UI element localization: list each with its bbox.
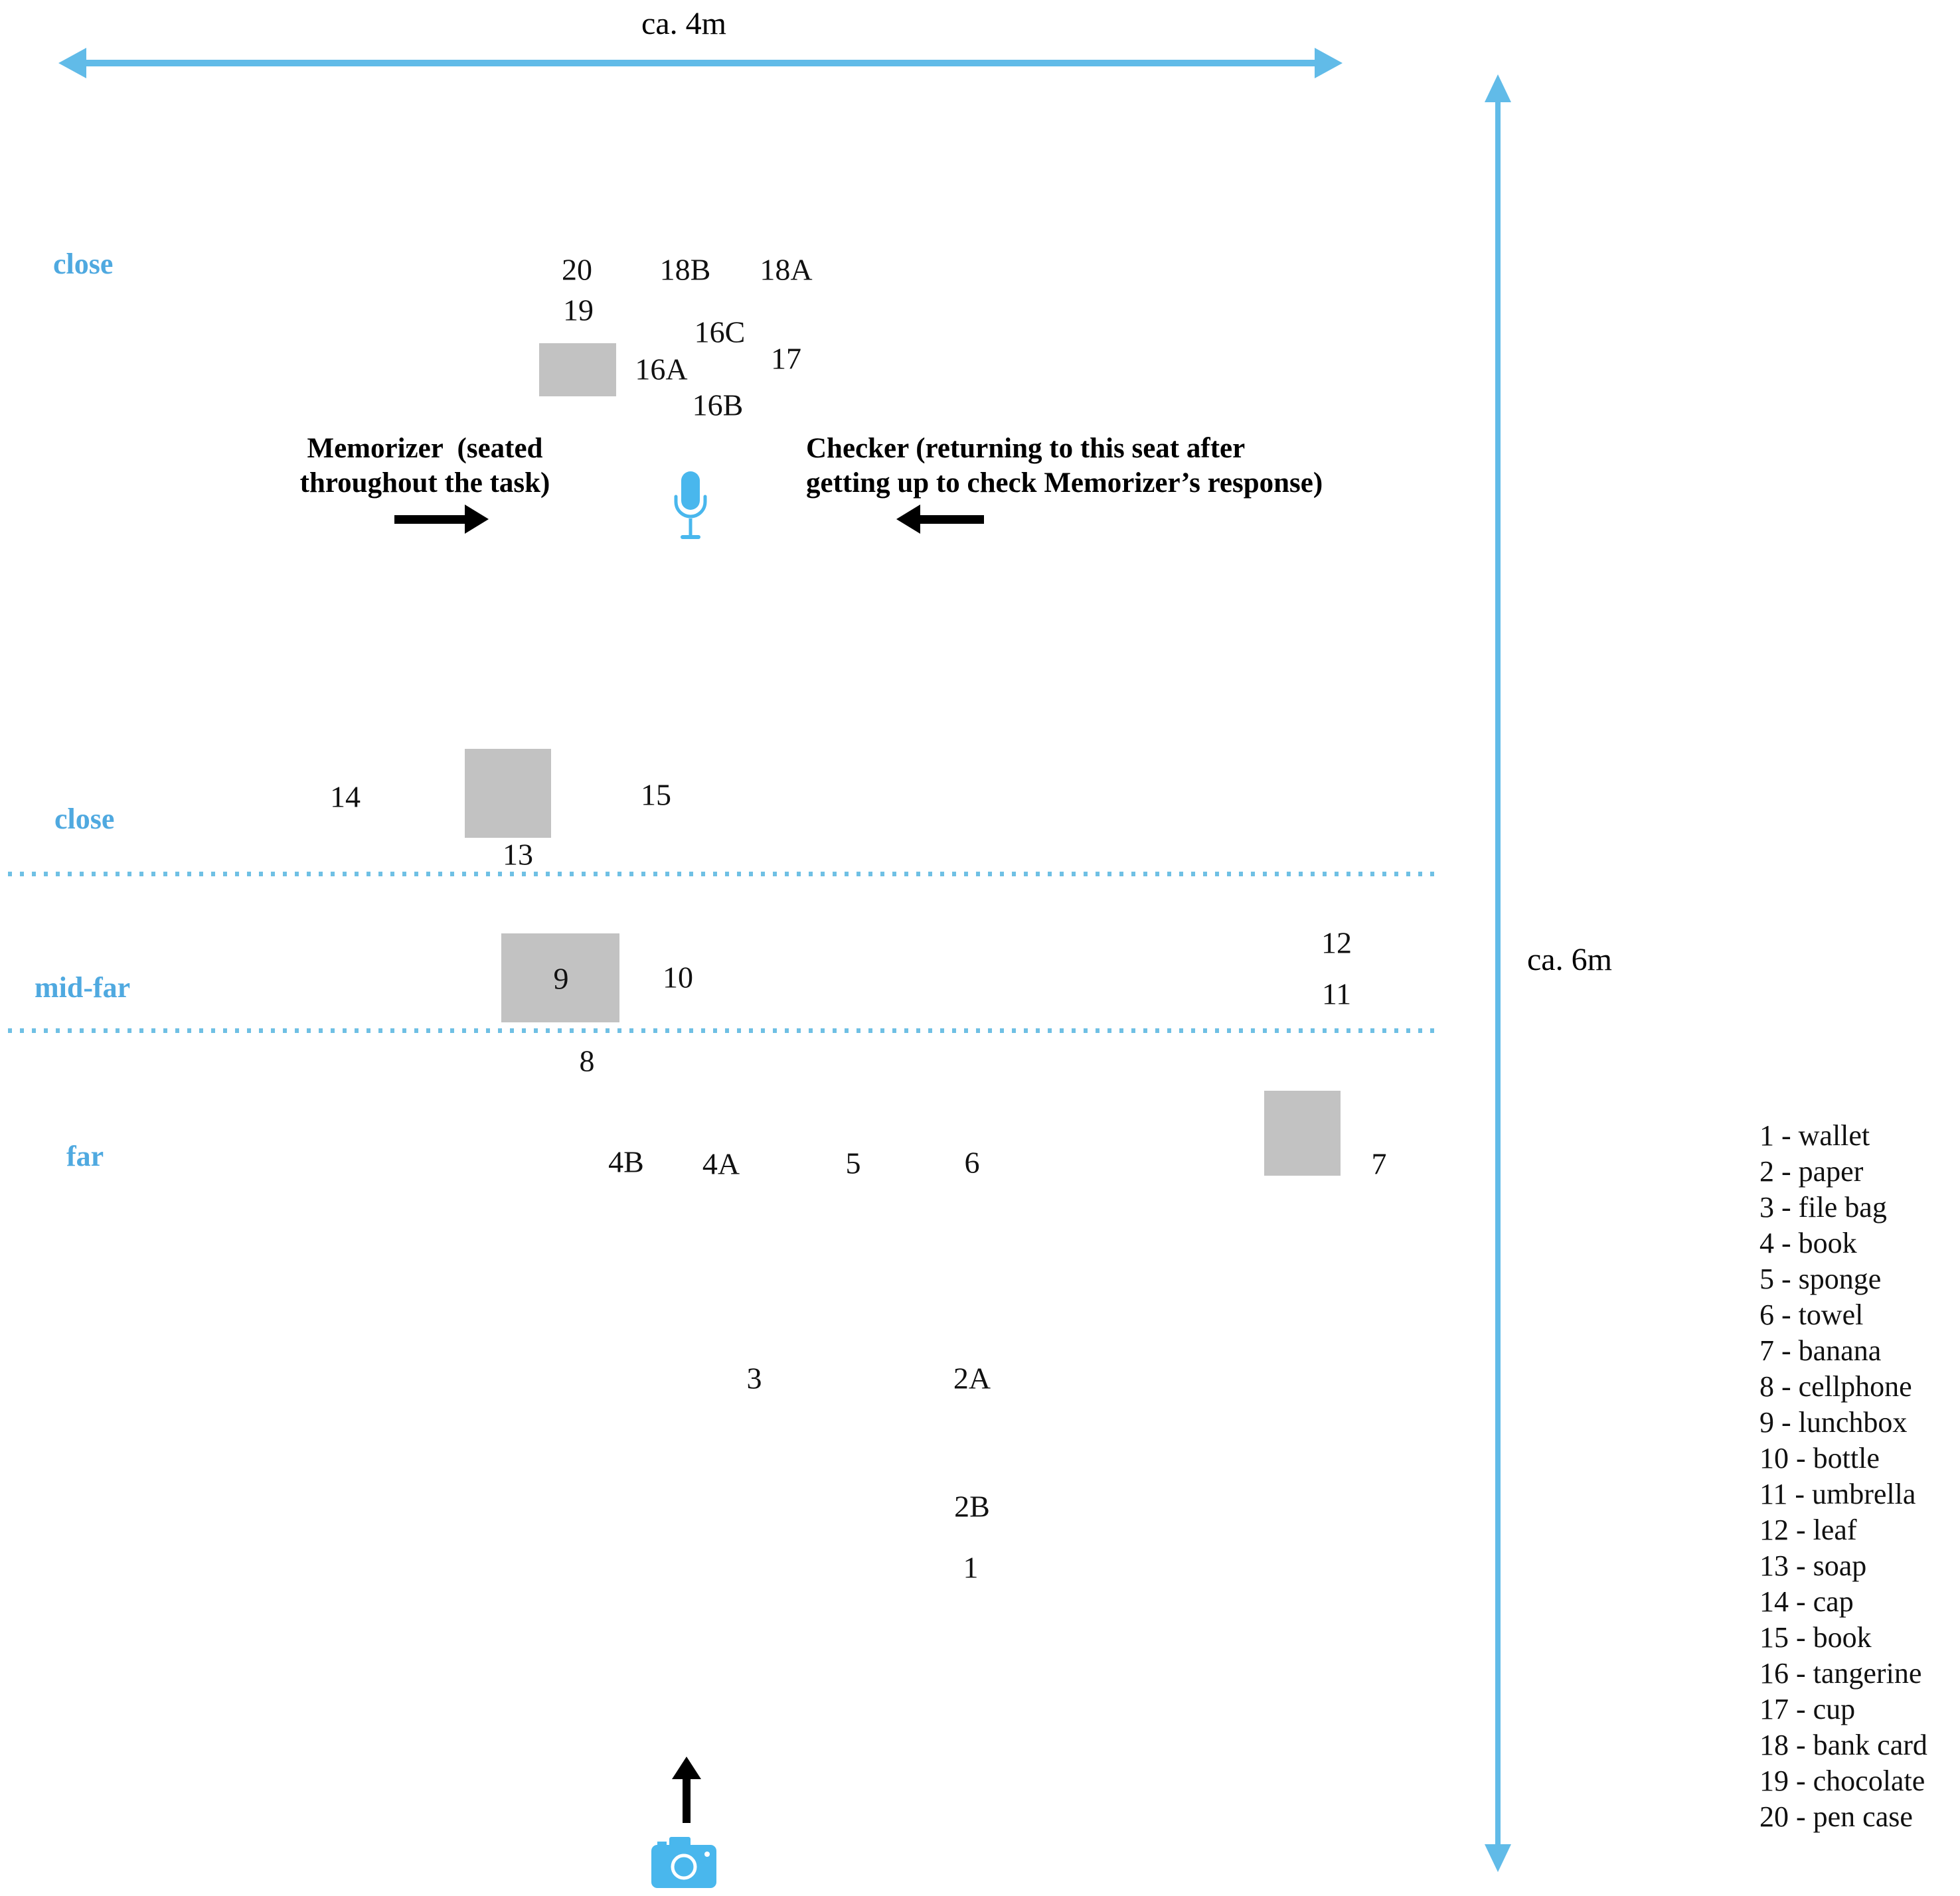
item-marker-16a: 16A bbox=[635, 352, 688, 386]
zone-label-close: close bbox=[54, 803, 115, 835]
legend-item-17: 17 - cup bbox=[1759, 1693, 1856, 1725]
zone-label-close: close bbox=[53, 248, 114, 280]
item-marker-15: 15 bbox=[641, 777, 671, 812]
legend-item-6: 6 - towel bbox=[1759, 1299, 1864, 1331]
item-marker-3: 3 bbox=[746, 1361, 762, 1395]
legend-item-19: 19 - chocolate bbox=[1759, 1765, 1925, 1797]
legend-item-11: 11 - umbrella bbox=[1759, 1478, 1916, 1510]
item-marker-14: 14 bbox=[330, 779, 361, 814]
checker-note-line1: Checker (returning to this seat after bbox=[806, 433, 1246, 464]
arrow-head bbox=[465, 505, 489, 534]
item-marker-16b: 16B bbox=[692, 388, 744, 422]
item-marker-18b: 18B bbox=[659, 252, 711, 287]
item-marker-2b: 2B bbox=[954, 1489, 990, 1524]
legend-item-10: 10 - bottle bbox=[1759, 1442, 1880, 1474]
zone-label-mid-far: mid-far bbox=[35, 971, 131, 1004]
legend-item-9: 9 - lunchbox bbox=[1759, 1406, 1908, 1439]
checker-seat-arrow-icon bbox=[896, 505, 984, 534]
legend-item-7: 7 - banana bbox=[1759, 1334, 1882, 1367]
item-marker-4b: 4B bbox=[608, 1145, 644, 1179]
checker-note-line2: getting up to check Memorizer’s response… bbox=[806, 467, 1323, 499]
item-marker-20: 20 bbox=[562, 252, 592, 287]
item-marker-9: 9 bbox=[553, 961, 569, 996]
legend-item-4: 4 - book bbox=[1759, 1227, 1857, 1259]
item-marker-12: 12 bbox=[1321, 925, 1352, 960]
table-rect bbox=[1264, 1091, 1341, 1176]
item-marker-7: 7 bbox=[1371, 1146, 1387, 1181]
memorizer-note: Memorizer (seated throughout the task) bbox=[239, 432, 611, 501]
item-marker-13: 13 bbox=[503, 837, 533, 872]
microphone-icon bbox=[674, 471, 707, 539]
item-marker-8: 8 bbox=[579, 1044, 595, 1078]
memorizer-seat-arrow-icon bbox=[394, 505, 489, 534]
item-marker-19: 19 bbox=[563, 293, 594, 327]
checker-note: Checker (returning to this seat after ge… bbox=[806, 432, 1457, 501]
legend-item-12: 12 - leaf bbox=[1759, 1514, 1857, 1546]
legend-item-13: 13 - soap bbox=[1759, 1549, 1867, 1582]
legend-item-15: 15 - book bbox=[1759, 1621, 1872, 1654]
table-rect bbox=[465, 749, 551, 838]
item-marker-1: 1 bbox=[963, 1550, 979, 1585]
camera-direction-arrow-icon bbox=[672, 1757, 701, 1824]
zone-boundary-dotted-line bbox=[8, 1028, 1435, 1033]
zone-label-far: far bbox=[66, 1140, 104, 1172]
arrow-shaft bbox=[916, 515, 984, 524]
table-rect bbox=[539, 343, 616, 396]
legend-item-1: 1 - wallet bbox=[1759, 1119, 1870, 1152]
legend-item-14: 14 - cap bbox=[1759, 1585, 1854, 1618]
item-marker-5: 5 bbox=[845, 1146, 861, 1180]
item-marker-17: 17 bbox=[771, 341, 801, 376]
arrow-head bbox=[672, 1757, 701, 1779]
item-marker-4a: 4A bbox=[702, 1146, 740, 1181]
height-dimension-label: ca. 6m bbox=[1527, 942, 1612, 977]
item-marker-2a: 2A bbox=[953, 1361, 991, 1395]
zone-boundary-dotted-line bbox=[8, 872, 1435, 876]
legend-item-18: 18 - bank card bbox=[1759, 1729, 1927, 1761]
legend-item-20: 20 - pen case bbox=[1759, 1800, 1913, 1833]
legend-item-8: 8 - cellphone bbox=[1759, 1370, 1912, 1403]
item-marker-11: 11 bbox=[1321, 977, 1352, 1011]
item-marker-6: 6 bbox=[964, 1145, 980, 1180]
camera-icon bbox=[651, 1837, 716, 1888]
arrow-shaft bbox=[683, 1777, 691, 1823]
item-marker-18a: 18A bbox=[760, 252, 813, 287]
legend-item-3: 3 - file bag bbox=[1759, 1191, 1887, 1224]
memorizer-note-line2: throughout the task) bbox=[299, 467, 550, 499]
table-rect bbox=[501, 933, 619, 1022]
item-marker-16c: 16C bbox=[694, 315, 746, 349]
item-marker-10: 10 bbox=[663, 960, 693, 994]
width-dimension-label: ca. 4m bbox=[641, 6, 726, 41]
arrow-head bbox=[896, 505, 920, 534]
legend-item-16: 16 - tangerine bbox=[1759, 1657, 1922, 1690]
memorizer-note-line1: Memorizer (seated bbox=[307, 433, 543, 464]
legend-item-5: 5 - sponge bbox=[1759, 1263, 1882, 1295]
width-extent-arrow bbox=[85, 60, 1316, 66]
arrow-shaft bbox=[394, 515, 467, 524]
height-extent-arrow bbox=[1495, 101, 1501, 1846]
legend-item-2: 2 - paper bbox=[1759, 1155, 1864, 1188]
